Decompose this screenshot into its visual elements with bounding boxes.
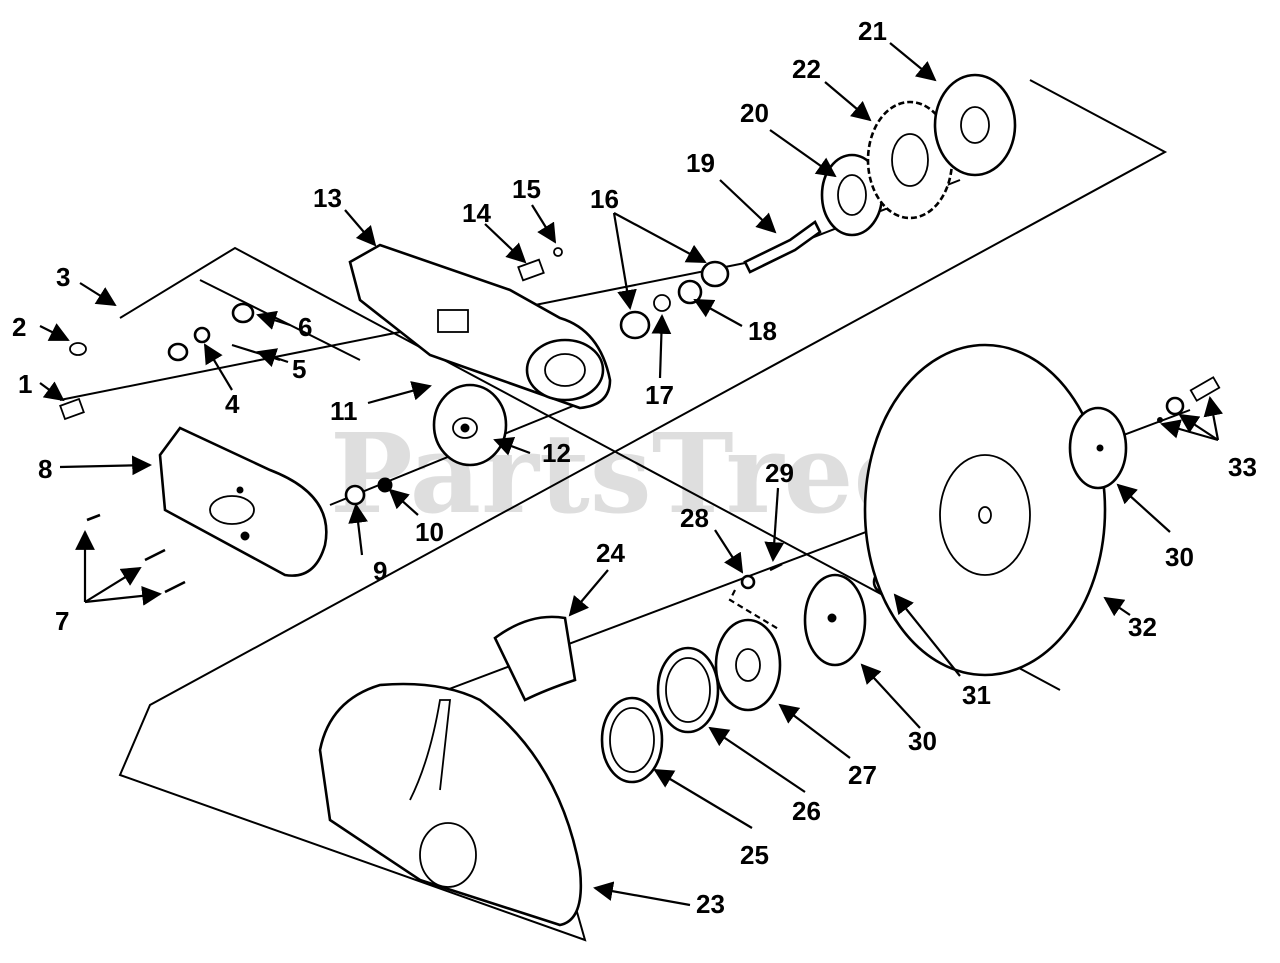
callout-1: 1 [18, 369, 32, 399]
watermark: PartsTree [330, 409, 924, 538]
callout-17: 17 [645, 380, 674, 410]
callout-15: 15 [512, 174, 541, 204]
callout-33: 33 [1228, 452, 1257, 482]
callout-31: 31 [962, 680, 991, 710]
part-30-washer-front [803, 573, 867, 667]
part-32-saw-blade [863, 343, 1107, 677]
callout-28: 28 [680, 503, 709, 533]
callout-18: 18 [748, 316, 777, 346]
part-28-29-fasteners [728, 562, 783, 631]
part-12-pulley [432, 383, 508, 467]
callout-24: 24 [596, 538, 625, 568]
callout-8: 8 [38, 454, 52, 484]
callout-16: 16 [590, 184, 619, 214]
callout-19: 19 [686, 148, 715, 178]
callout-10: 10 [415, 517, 444, 547]
small-hardware [59, 247, 730, 594]
callout-27: 27 [848, 760, 877, 790]
part-8-belt-guard [158, 426, 328, 577]
callout-3: 3 [56, 262, 70, 292]
part-13-belt-housing [348, 243, 612, 410]
callout-4: 4 [225, 389, 240, 419]
part-27-flange [714, 618, 782, 712]
callout-11: 11 [330, 396, 358, 426]
callout-14: 14 [462, 198, 491, 228]
leader-lines [39, 42, 1224, 907]
part-33-bolt-set [1157, 376, 1221, 423]
callout-22: 22 [792, 54, 821, 84]
part-23-blade-guard [318, 682, 583, 927]
callout-21: 21 [858, 16, 887, 46]
part-30-washer-rear [1068, 406, 1128, 490]
callout-29: 29 [765, 458, 794, 488]
callout-23: 23 [696, 889, 725, 919]
callout-30-rear: 30 [1165, 542, 1194, 572]
part-24-guard-segment [493, 615, 577, 702]
part-19-shaft [743, 220, 822, 274]
callout-30-front: 30 [908, 726, 937, 756]
callout-7: 7 [55, 606, 69, 636]
callout-2: 2 [12, 312, 26, 342]
callout-6: 6 [298, 312, 312, 342]
part-21-flange [933, 73, 1017, 177]
callout-26: 26 [792, 796, 821, 826]
callout-labels: 1 2 3 4 5 6 7 8 9 10 11 12 13 14 15 16 1… [12, 16, 1257, 919]
callout-13: 13 [313, 183, 342, 213]
callout-5: 5 [292, 354, 306, 384]
callout-20: 20 [740, 98, 769, 128]
part-22-sprocket [866, 100, 954, 220]
callout-12: 12 [542, 438, 571, 468]
assembly-planes [118, 79, 1168, 942]
part-25-26-rings [600, 646, 720, 784]
callout-9: 9 [373, 556, 387, 586]
part-20-washer [820, 153, 884, 237]
callout-25: 25 [740, 840, 769, 870]
callout-32: 32 [1128, 612, 1157, 642]
